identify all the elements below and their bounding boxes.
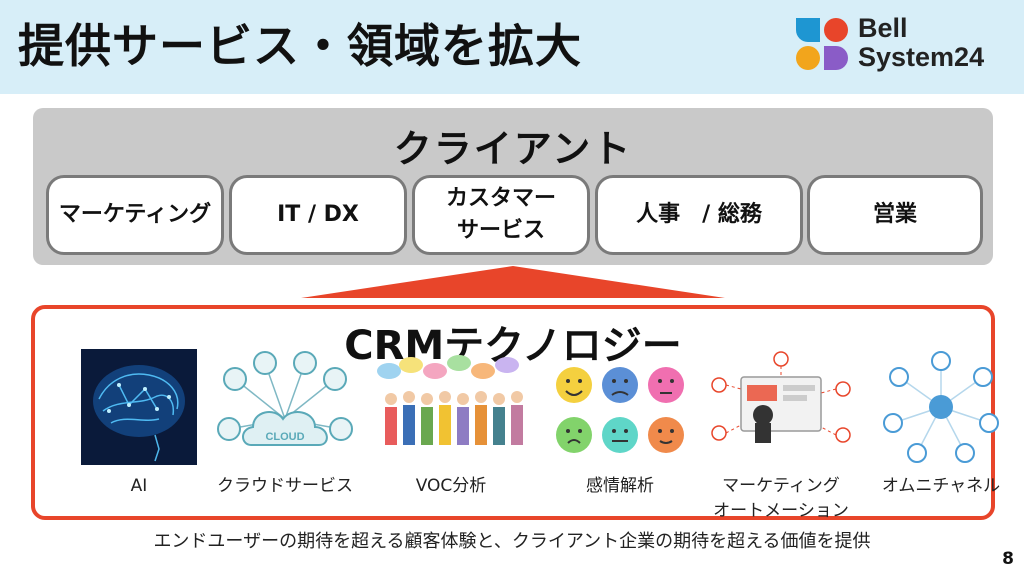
- cloud-service-icon: CLOUD: [217, 351, 353, 446]
- tech-item-cloud: CLOUD クラウドサービス: [205, 349, 365, 519]
- ai-brain-icon: [81, 349, 197, 465]
- footer-text: エンドユーザーの期待を超える顧客体験と、クライアント企業の期待を超える価値を提供: [153, 531, 871, 552]
- client-box-it-dx: IT / DX: [229, 175, 407, 255]
- page-number: 8: [1002, 549, 1014, 569]
- tech-label-marketing-automation: マーケティング オートメーション: [713, 476, 849, 521]
- svg-text:CLOUD: CLOUD: [265, 431, 304, 443]
- tech-label-omnichannel: オムニチャネル: [881, 476, 1001, 496]
- client-panel: クライアント マーケティング IT / DX カスタマー サービス 人事 / 総…: [33, 108, 993, 265]
- omnichannel-icon: [883, 351, 999, 463]
- crm-panel: CRMテクノロジー AI: [31, 305, 1000, 521]
- tech-item-omnichannel: オムニチャネル: [861, 349, 1021, 519]
- client-box-customer-service: カスタマー サービス: [412, 175, 590, 255]
- logo-mark-icon: [796, 18, 848, 70]
- tech-item-marketing-automation: マーケティング オートメーション: [701, 349, 861, 521]
- page-title: 提供サービス・領域を拡大: [18, 19, 582, 73]
- tech-item-ai: AI: [59, 349, 219, 519]
- client-box-marketing: マーケティング: [46, 175, 224, 255]
- tech-label-ai: AI: [130, 476, 148, 496]
- client-title: クライアント: [393, 127, 633, 171]
- company-logo: Bell System24: [794, 12, 1016, 76]
- client-box-sales: 営業: [807, 175, 983, 255]
- client-box-hr-general: 人事 / 総務: [595, 175, 803, 255]
- emotion-faces-icon: [556, 367, 684, 453]
- tech-label-emotion: 感情解析: [586, 476, 654, 496]
- upward-arrow-triangle: [301, 266, 725, 298]
- header-band: 提供サービス・領域を拡大 Bell System24: [0, 0, 1024, 94]
- tech-label-cloud: クラウドサービス: [217, 476, 353, 496]
- tech-item-emotion: 感情解析: [540, 349, 700, 519]
- logo-wordmark: Bell System24: [858, 13, 985, 72]
- tech-item-voc: VOC分析: [371, 349, 531, 519]
- marketing-automation-icon: [711, 351, 851, 443]
- voc-people-icon: [377, 355, 523, 445]
- tech-label-voc: VOC分析: [415, 476, 487, 496]
